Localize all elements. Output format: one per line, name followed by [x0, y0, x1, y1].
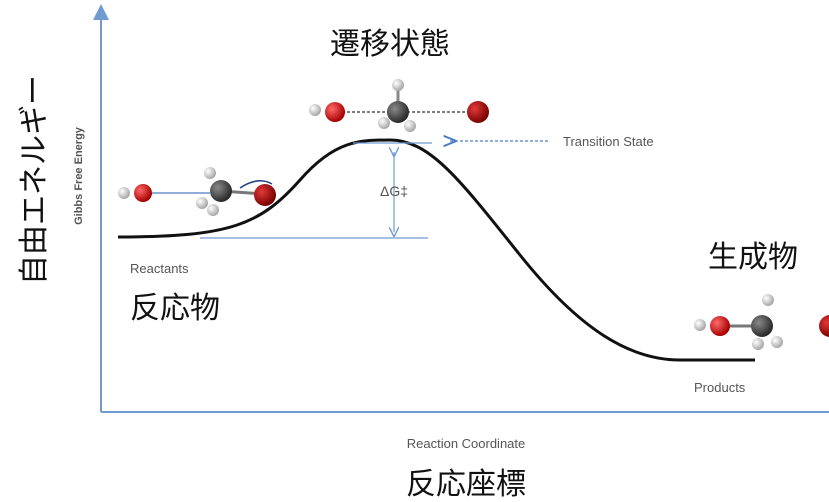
products-en-label: Products [694, 380, 746, 395]
reactants-jp-label: 反応物 [130, 291, 220, 326]
transition-state-en-label: Transition State [563, 134, 654, 149]
transition-state-jp-label: 遷移状態 [330, 27, 450, 62]
x-axis-en-label: Reaction Coordinate [407, 436, 526, 451]
y-axis-jp-label: 自由エネルギー [17, 75, 52, 285]
x-axis-jp-label: 反応座標 [406, 467, 526, 502]
reactants-en-label: Reactants [130, 261, 189, 276]
energy-curve [117, 138, 755, 362]
delta-g-label: ΔG‡ [380, 183, 408, 199]
products-jp-label: 生成物 [708, 240, 798, 275]
methanol-bromide-molecule-icon [694, 294, 829, 350]
hydroxide-methyl-bromide-molecule-icon [118, 167, 276, 216]
transition-state-molecule-icon [309, 79, 489, 132]
y-axis-en-label: Gibbs Free Energy [73, 126, 85, 225]
